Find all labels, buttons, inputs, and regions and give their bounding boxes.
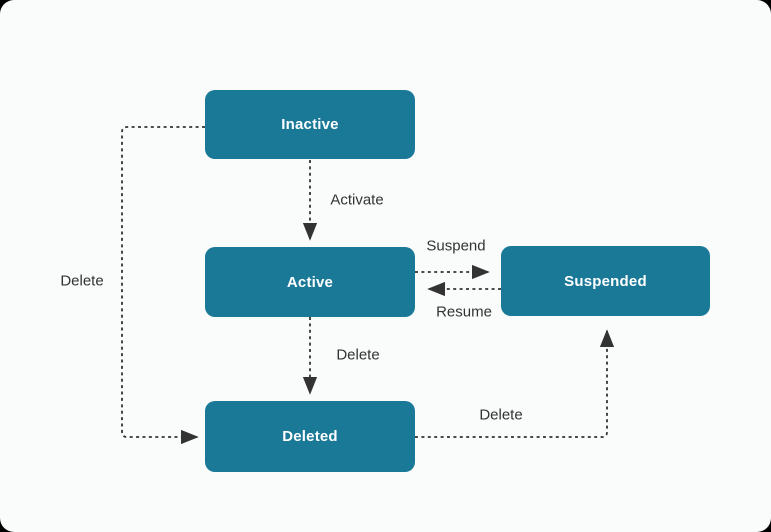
state-deleted-label: Deleted xyxy=(282,428,338,445)
edge-label-delete-active-deleted: Delete xyxy=(336,346,380,364)
edge-label-suspend: Suspend xyxy=(426,237,486,255)
state-suspended: Suspended xyxy=(501,246,710,316)
state-suspended-label: Suspended xyxy=(564,272,647,290)
edge-inactive-to-deleted xyxy=(121,126,205,445)
edge-deleted-to-suspended xyxy=(415,329,615,438)
edge-label-delete-deleted-suspended: Delete xyxy=(479,406,523,424)
edge-label-delete-inactive-deleted: Delete xyxy=(60,272,104,290)
state-inactive-label: Inactive xyxy=(281,116,339,133)
edge-label-resume: Resume xyxy=(436,303,492,321)
state-inactive: Inactive xyxy=(205,90,415,159)
edge-label-activate: Activate xyxy=(330,191,384,209)
state-active: Active xyxy=(205,247,415,317)
state-active-label: Active xyxy=(286,273,334,291)
state-deleted: Deleted xyxy=(205,401,415,472)
